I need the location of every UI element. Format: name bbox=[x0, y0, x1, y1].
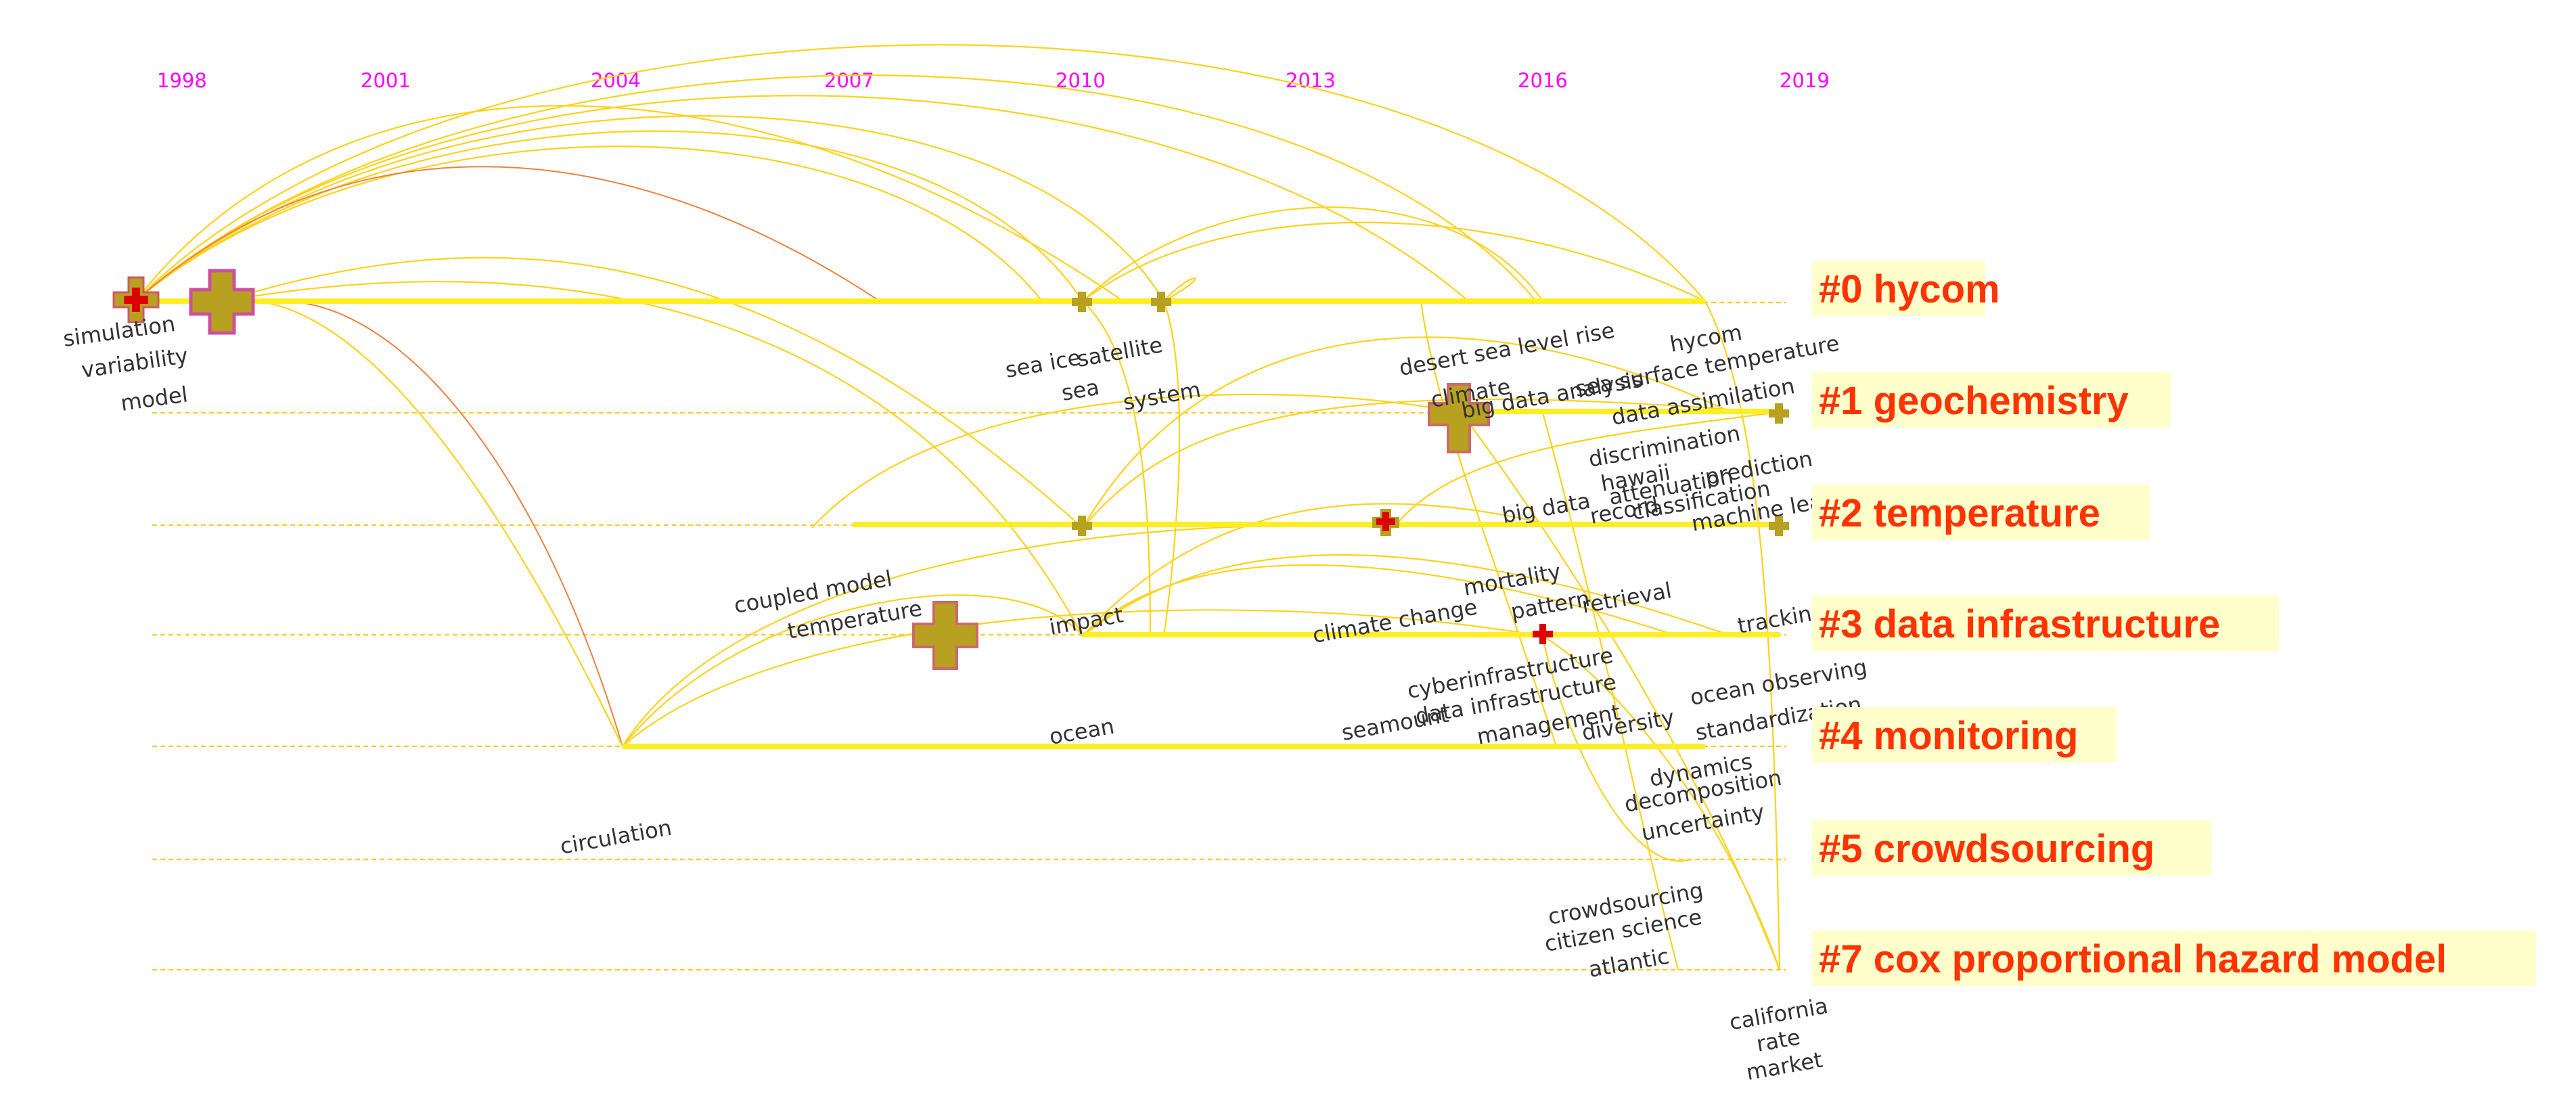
keyword-label: seamount bbox=[1340, 702, 1451, 746]
citation-arc bbox=[1162, 300, 1181, 637]
large-node[interactable] bbox=[189, 269, 255, 335]
citation-arc bbox=[135, 74, 1537, 302]
cluster-label[interactable]: #5 crowdsourcing bbox=[1819, 827, 2154, 871]
cluster-labels: #0 hycom #1 geochemistry #2 temperature … bbox=[1812, 261, 2536, 986]
citation-arc bbox=[223, 281, 1083, 637]
year-label: 2013 bbox=[1286, 69, 1336, 92]
node[interactable] bbox=[1769, 403, 1789, 424]
keyword-label: sea ice bbox=[1003, 344, 1083, 383]
citation-arc bbox=[1082, 399, 1773, 529]
burst-node[interactable] bbox=[1533, 624, 1553, 644]
node[interactable] bbox=[1072, 516, 1092, 536]
keyword-label: circulation bbox=[558, 815, 674, 859]
large-node[interactable] bbox=[1428, 383, 1490, 453]
citation-arc bbox=[1420, 300, 1558, 747]
node[interactable] bbox=[1072, 292, 1092, 312]
keyword-label: desert bbox=[1397, 344, 1470, 381]
keyword-label: sea level rise bbox=[1472, 317, 1617, 367]
cluster-label[interactable]: #0 hycom bbox=[1819, 267, 2000, 311]
citation-arc bbox=[135, 44, 1706, 302]
keyword-label: market bbox=[1744, 1047, 1824, 1085]
year-label: 2019 bbox=[1780, 69, 1830, 92]
year-label: 1998 bbox=[157, 69, 207, 92]
keyword-label: atlantic bbox=[1587, 943, 1671, 983]
citation-arc bbox=[1541, 635, 1692, 862]
cluster-label-bg bbox=[1812, 707, 2117, 763]
keyword-label: variability bbox=[80, 342, 189, 383]
cluster-label[interactable]: #4 monitoring bbox=[1819, 714, 2078, 758]
node[interactable] bbox=[1151, 292, 1171, 312]
citation-arc bbox=[622, 609, 1543, 747]
citation-arc bbox=[223, 299, 623, 747]
cluster-label-bg bbox=[1812, 596, 2279, 651]
keyword-label: climate change bbox=[1311, 594, 1479, 648]
citation-arc bbox=[1704, 300, 1781, 970]
large-node[interactable] bbox=[912, 601, 978, 670]
citation-arc bbox=[135, 105, 1124, 302]
citation-arc bbox=[1082, 206, 1543, 302]
cluster-bars bbox=[135, 298, 1780, 749]
citation-arc bbox=[1082, 221, 1706, 302]
cluster-label[interactable]: #7 cox proportional hazard model bbox=[1819, 937, 2447, 981]
citation-arc bbox=[1082, 554, 1733, 637]
citation-arc bbox=[1393, 411, 1773, 529]
burst-node-core bbox=[124, 288, 148, 312]
cluster-label[interactable]: #1 geochemistry bbox=[1819, 379, 2129, 423]
citation-arc bbox=[622, 594, 1083, 747]
node[interactable] bbox=[1769, 516, 1789, 536]
keyword-label: sea bbox=[1060, 374, 1102, 406]
citation-arc bbox=[1082, 336, 1733, 529]
year-label: 2001 bbox=[361, 69, 411, 92]
cluster-label[interactable]: #3 data infrastructure bbox=[1819, 602, 2220, 646]
cluster-label-bg bbox=[1812, 820, 2211, 876]
citation-arc-early bbox=[135, 166, 880, 302]
keyword-label: pattern bbox=[1509, 585, 1591, 625]
citation-arc bbox=[223, 256, 1083, 529]
citation-arc bbox=[1461, 412, 1781, 970]
citation-arc bbox=[1082, 503, 1550, 637]
cluster-label-bg bbox=[1812, 261, 1985, 316]
citation-arc bbox=[1082, 564, 1679, 637]
year-axis: 1998 2001 2004 2007 2010 2013 2016 2019 bbox=[157, 69, 1830, 92]
year-label: 2016 bbox=[1518, 69, 1568, 92]
citation-arc bbox=[811, 393, 1462, 529]
citation-arc bbox=[1163, 277, 1196, 302]
citation-arc bbox=[1541, 412, 1679, 970]
keyword-label: system bbox=[1121, 376, 1203, 415]
citation-arc bbox=[135, 145, 1043, 302]
cluster-label[interactable]: #2 temperature bbox=[1819, 491, 2100, 535]
citation-arcs bbox=[135, 44, 1781, 970]
citation-arc-early bbox=[284, 300, 623, 747]
keyword-label: model bbox=[119, 381, 189, 415]
burst-node-core bbox=[1376, 512, 1395, 531]
keyword-label: satellite bbox=[1075, 332, 1165, 372]
citation-arc bbox=[1082, 300, 1152, 637]
nodes bbox=[112, 269, 1789, 670]
citation-arc bbox=[135, 130, 1083, 302]
citation-arc bbox=[135, 95, 1469, 302]
cluster-label-bg bbox=[1812, 485, 2150, 540]
cluster-label-bg bbox=[1812, 930, 2536, 986]
cluster-label-bg bbox=[1812, 372, 2171, 428]
year-label: 2007 bbox=[824, 69, 874, 92]
